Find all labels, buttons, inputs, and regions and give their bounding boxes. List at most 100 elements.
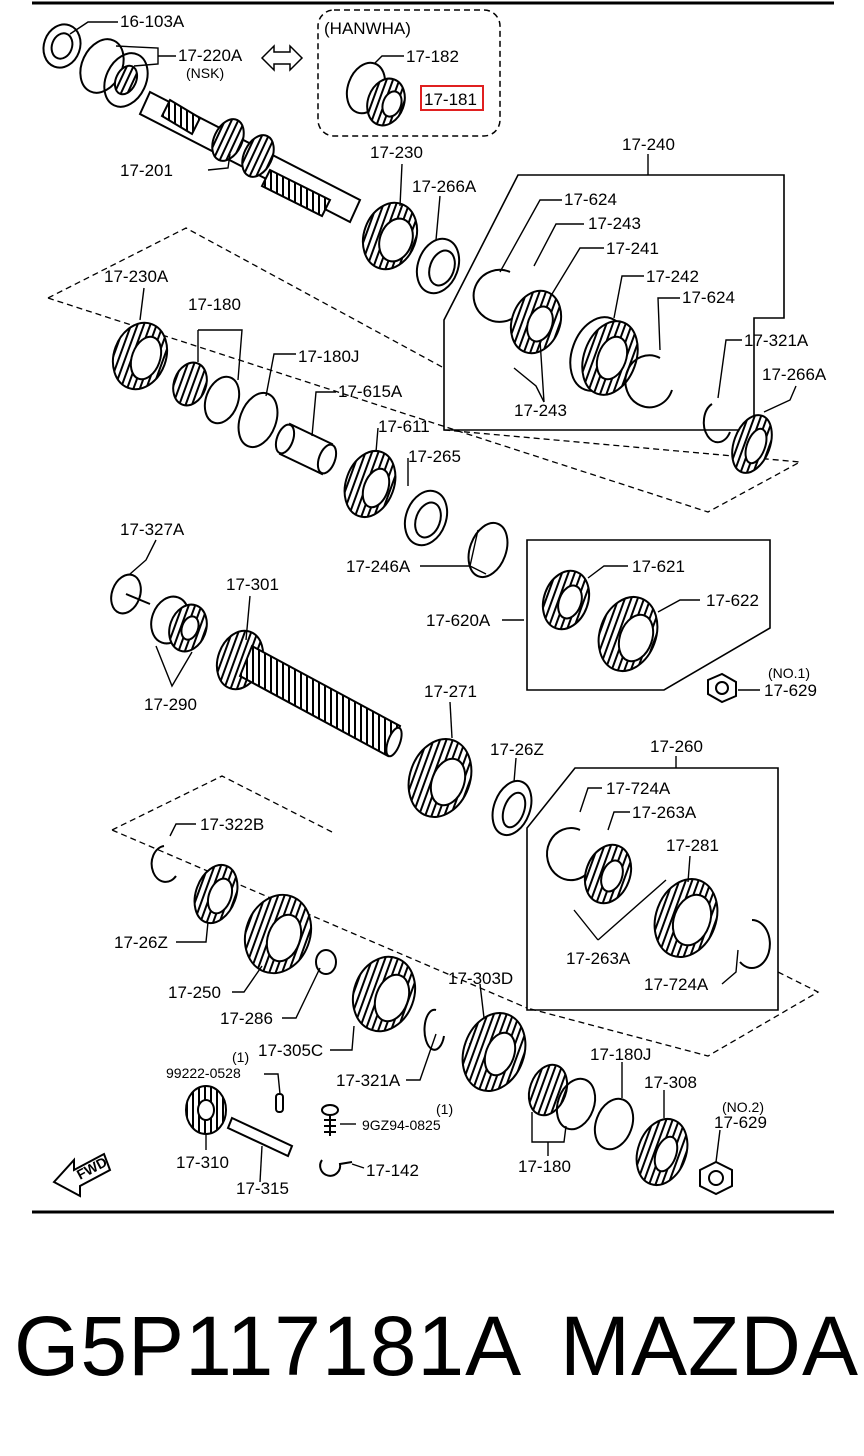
label-17-243-lower: 17-243 xyxy=(514,401,567,420)
hub-17-241 xyxy=(509,289,563,355)
label-17-305C: 17-305C xyxy=(258,1041,323,1060)
label-17-265: 17-265 xyxy=(408,447,461,466)
group-17-260-box xyxy=(526,767,779,1011)
label-17-624-upper: 17-624 xyxy=(564,190,617,209)
snap-ring-17-322B xyxy=(150,845,177,883)
ring-17-246A xyxy=(467,521,509,579)
bearing-17-290 xyxy=(150,595,208,653)
gear-17-303D xyxy=(461,1012,527,1092)
label-nsk: (NSK) xyxy=(186,65,224,81)
label-99222-0528: 99222-0528 xyxy=(166,1065,241,1081)
bolt-9GZ94-0825 xyxy=(321,1104,339,1136)
gear-17-621 xyxy=(541,569,591,631)
label-17-230: 17-230 xyxy=(370,143,423,162)
synchro-ring-17-265 xyxy=(403,489,449,547)
hanwha-group-box xyxy=(317,9,501,137)
label-17-243-upper: 17-243 xyxy=(588,214,641,233)
label-17-142: 17-142 xyxy=(366,1161,419,1180)
nut-17-629-no2 xyxy=(699,1160,733,1196)
snap-ring-17-624-right xyxy=(624,354,673,409)
snap-ring-17-321A-lower xyxy=(423,1008,445,1051)
label-17-327A: 17-327A xyxy=(120,520,185,539)
label-17-620A: 17-620A xyxy=(426,611,491,630)
label-17-301: 17-301 xyxy=(226,575,279,594)
label-17-26Z-lower: 17-26Z xyxy=(114,933,168,952)
gear-17-271 xyxy=(407,738,473,818)
label-17-321A-lower: 17-321A xyxy=(336,1071,401,1090)
label-17-315: 17-315 xyxy=(236,1179,289,1198)
label-17-242: 17-242 xyxy=(646,267,699,286)
label-hanwha: (HANWHA) xyxy=(324,19,411,38)
label-17-321A-upper: 17-321A xyxy=(744,331,809,350)
bearing-17-220A xyxy=(79,38,149,108)
label-17-180-upper: 17-180 xyxy=(188,295,241,314)
label-17-621: 17-621 xyxy=(632,557,685,576)
part-labels: 16-103A 17-220A (NSK) (HANWHA) 17-182 17… xyxy=(104,12,827,1198)
gear-17-611 xyxy=(343,450,397,518)
label-17-286: 17-286 xyxy=(220,1009,273,1028)
part-17-327A xyxy=(110,573,151,615)
forward-arrow-icon: FWD xyxy=(52,1152,112,1198)
part-number: G5P117181A xyxy=(14,1299,523,1393)
label-17-611: 17-611 xyxy=(378,417,430,436)
label-9GZ94-0825: 9GZ94-0825 xyxy=(362,1117,441,1133)
shaft-17-315 xyxy=(226,1116,294,1158)
gear-17-308 xyxy=(635,1118,689,1186)
clip-17-142 xyxy=(319,1159,353,1177)
countershaft-17-301 xyxy=(215,629,403,758)
sleeve-17-281 xyxy=(653,878,719,958)
label-qty-lower: (1) xyxy=(436,1101,453,1117)
label-17-724A-upper: 17-724A xyxy=(606,779,671,798)
snap-ring-17-724A-lower xyxy=(739,919,771,969)
label-no2: (NO.2) xyxy=(722,1099,764,1115)
label-17-181: 17-181 xyxy=(424,90,477,109)
label-17-308: 17-308 xyxy=(644,1073,697,1092)
label-17-263A-lower: 17-263A xyxy=(566,949,631,968)
bushing-17-615A xyxy=(274,422,338,476)
label-17-201: 17-201 xyxy=(120,161,173,180)
sleeve-17-242 xyxy=(569,316,639,396)
label-17-220A: 17-220A xyxy=(178,46,243,65)
label-17-240: 17-240 xyxy=(622,135,675,154)
seal-16-103A xyxy=(42,23,82,69)
synchro-ring-17-26Z-lower xyxy=(193,863,239,925)
label-17-615A: 17-615A xyxy=(338,382,403,401)
label-17-180-lower: 17-180 xyxy=(518,1157,571,1176)
bearing-17-181 xyxy=(366,77,406,127)
label-17-281: 17-281 xyxy=(666,836,719,855)
dashed-region-lower xyxy=(111,775,820,1057)
snap-ring-17-724A-upper xyxy=(546,827,591,882)
snap-ring-17-286 xyxy=(315,949,337,975)
label-17-303D: 17-303D xyxy=(448,969,513,988)
label-17-290: 17-290 xyxy=(144,695,197,714)
label-17-271: 17-271 xyxy=(424,682,477,701)
label-17-180J-upper: 17-180J xyxy=(298,347,359,366)
gear-17-230A xyxy=(111,321,169,391)
label-17-246A: 17-246A xyxy=(346,557,411,576)
hub-17-263A xyxy=(583,843,633,905)
synchro-ring-17-266A-right xyxy=(731,414,773,474)
label-17-266A: 17-266A xyxy=(412,177,477,196)
label-17-266A-right: 17-266A xyxy=(762,365,827,384)
gear-17-310 xyxy=(185,1085,227,1135)
pin-99222-0528 xyxy=(275,1093,284,1113)
group-17-620A-box xyxy=(526,539,771,691)
snap-ring-17-624-left xyxy=(472,268,521,323)
brand-name: MAZDA xyxy=(560,1299,859,1393)
label-17-310: 17-310 xyxy=(176,1153,229,1172)
snap-ring-17-321A-upper xyxy=(702,403,731,444)
label-17-624-lower: 17-624 xyxy=(682,288,735,307)
caption: G5P117181A MAZDA xyxy=(0,1290,864,1410)
synchro-ring-17-266A xyxy=(415,237,461,295)
label-17-182: 17-182 xyxy=(406,47,459,66)
highlight-box-17-181 xyxy=(420,85,484,111)
label-17-724A-lower: 17-724A xyxy=(644,975,709,994)
leader-lines xyxy=(69,21,797,1183)
label-qty-upper: (1) xyxy=(232,1049,249,1065)
label-17-241: 17-241 xyxy=(606,239,659,258)
gear-17-250 xyxy=(243,893,313,975)
group-17-240-box xyxy=(443,174,785,431)
shim-17-180J-upper xyxy=(237,391,279,449)
label-17-260: 17-260 xyxy=(650,737,703,756)
